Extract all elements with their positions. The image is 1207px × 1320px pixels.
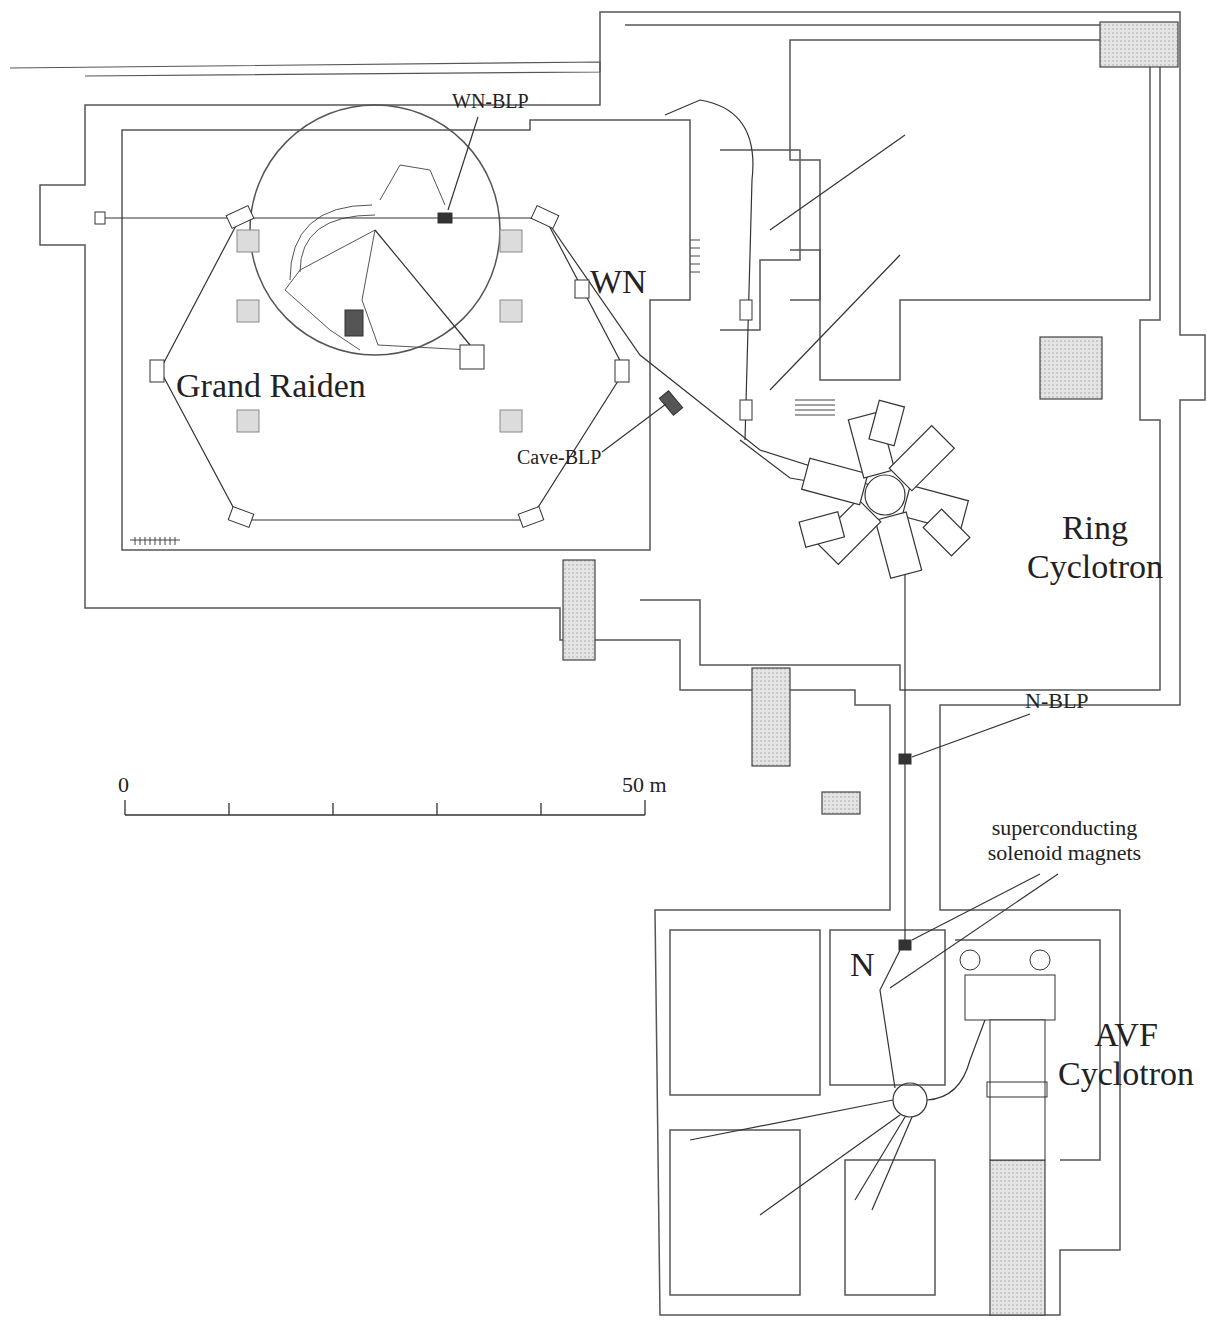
area-label: WN-BLP — [452, 90, 529, 113]
area-label: 0 — [118, 772, 129, 797]
area-label: Cave-BLP — [517, 446, 601, 469]
area-label: Grand Raiden — [176, 366, 366, 405]
area-label: WN — [590, 262, 647, 301]
area-label: 50 m — [622, 772, 667, 797]
area-label: N — [850, 945, 875, 984]
area-label: AVF Cyclotron — [1055, 1015, 1197, 1093]
area-label: N-BLP — [1025, 688, 1089, 713]
area-label: Ring Cyclotron — [1015, 508, 1175, 586]
area-label: superconducting solenoid magnets — [972, 815, 1157, 866]
